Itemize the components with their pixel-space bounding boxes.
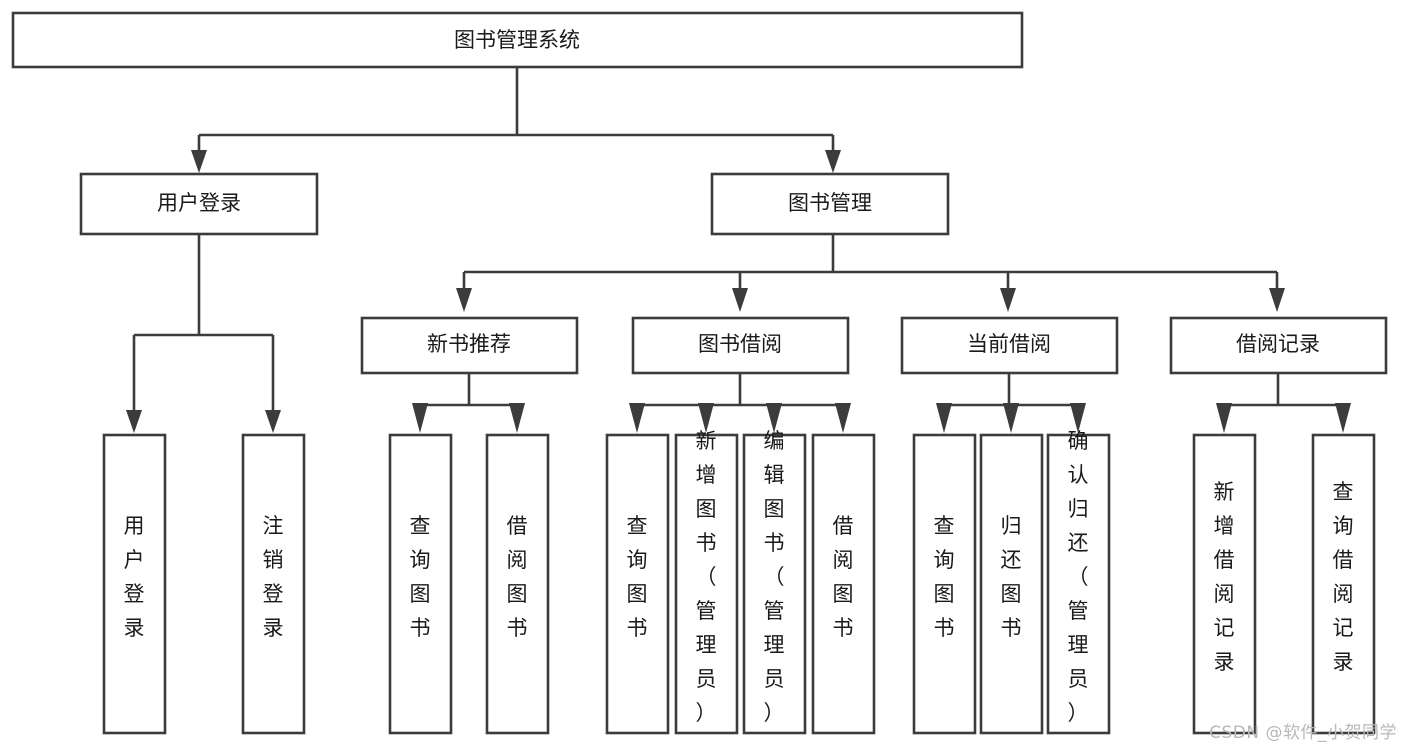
connector-group-book-borrow <box>629 373 851 433</box>
node-leaf-current-borrow-1-box[interactable] <box>912 433 977 735</box>
node-leaf-current-borrow-3-label: 确认归还（管理员） <box>1068 429 1089 725</box>
arrow-icon-to-book-manage <box>825 150 841 173</box>
node-leaf-book-borrow-1-label: 查询图书 <box>627 514 648 640</box>
node-leaf-user-login-1[interactable]: 用户登录 <box>102 433 167 735</box>
node-leaf-new-book-2[interactable]: 借阅图书 <box>485 433 550 735</box>
node-new-book-recommend[interactable]: 新书推荐 <box>360 316 579 375</box>
connector-group-borrow-record <box>1216 373 1351 433</box>
node-leaf-user-login-2-box[interactable] <box>241 433 306 735</box>
node-book-borrow-box[interactable] <box>631 316 850 375</box>
node-leaf-current-borrow-1[interactable]: 查询图书 <box>912 433 977 735</box>
node-root-box[interactable] <box>11 11 1024 69</box>
connector-group-root <box>191 67 841 173</box>
connector-group-user-login <box>126 234 281 433</box>
node-root-label: 图书管理系统 <box>454 28 580 52</box>
arrow-icon-to-book-borrow <box>732 288 748 312</box>
node-leaf-borrow-record-2-box[interactable] <box>1311 433 1376 735</box>
node-leaf-current-borrow-2-box[interactable] <box>979 433 1044 735</box>
node-leaf-new-book-2-box[interactable] <box>485 433 550 735</box>
node-leaf-book-borrow-2-box[interactable] <box>674 433 739 735</box>
connector-group-new-book <box>412 373 525 433</box>
node-leaf-borrow-record-2-label: 查询借阅记录 <box>1333 480 1354 674</box>
node-leaf-user-login-1-box[interactable] <box>102 433 167 735</box>
node-book-borrow-label: 图书借阅 <box>698 332 782 356</box>
node-leaf-book-borrow-3-box[interactable] <box>742 433 807 735</box>
node-leaf-book-borrow-3[interactable]: 编辑图书（管理员） <box>742 429 807 735</box>
node-leaf-current-borrow-1-label: 查询图书 <box>934 514 955 640</box>
node-leaf-new-book-1-label: 查询图书 <box>410 514 431 640</box>
connector-group-book-manage <box>456 234 1285 312</box>
arrow-icon-to-borrow-record <box>1269 288 1285 312</box>
node-leaf-user-login-2-label: 注销登录 <box>263 514 284 640</box>
node-leaf-book-borrow-4-label: 借阅图书 <box>833 514 854 640</box>
arrow-icon-currentborrow-leaf-3 <box>1070 403 1086 433</box>
node-leaf-current-borrow-2[interactable]: 归还图书 <box>979 433 1044 735</box>
node-book-manage[interactable]: 图书管理 <box>710 172 950 236</box>
node-leaf-borrow-record-1-box[interactable] <box>1192 433 1257 735</box>
node-new-book-recommend-box[interactable] <box>360 316 579 375</box>
arrow-icon-userlogin-leaf-1 <box>126 410 142 433</box>
node-user-login-label: 用户登录 <box>157 191 241 215</box>
node-leaf-borrow-record-2[interactable]: 查询借阅记录 <box>1311 433 1376 735</box>
node-leaf-new-book-1-box[interactable] <box>388 433 453 735</box>
node-leaf-user-login-2[interactable]: 注销登录 <box>241 433 306 735</box>
arrow-icon-newbook-leaf-2 <box>509 403 525 433</box>
node-user-login-box[interactable] <box>79 172 319 236</box>
node-current-borrow-label: 当前借阅 <box>967 332 1051 356</box>
node-book-manage-box[interactable] <box>710 172 950 236</box>
arrow-icon-bookborrow-leaf-4 <box>835 403 851 433</box>
node-borrow-record[interactable]: 借阅记录 <box>1169 316 1388 375</box>
node-current-borrow[interactable]: 当前借阅 <box>900 316 1119 375</box>
arrow-icon-bookborrow-leaf-2 <box>698 403 714 433</box>
arrow-icon-bookborrow-leaf-3 <box>766 403 782 433</box>
node-leaf-new-book-2-label: 借阅图书 <box>507 514 528 640</box>
arrow-icon-to-current-borrow <box>1000 288 1016 312</box>
arrow-icon-newbook-leaf-1 <box>412 403 428 433</box>
node-book-manage-label: 图书管理 <box>788 191 872 215</box>
node-leaf-user-login-1-label: 用户登录 <box>124 514 145 640</box>
node-borrow-record-label: 借阅记录 <box>1236 332 1320 356</box>
node-leaf-current-borrow-2-label: 归还图书 <box>1001 514 1022 640</box>
node-leaf-book-borrow-4-box[interactable] <box>811 433 876 735</box>
arrow-icon-borrowrecord-leaf-2 <box>1335 403 1351 433</box>
node-current-borrow-box[interactable] <box>900 316 1119 375</box>
connector-group-current-borrow <box>936 373 1086 433</box>
node-leaf-borrow-record-1-label: 新增借阅记录 <box>1214 480 1235 674</box>
node-leaf-book-borrow-3-label: 编辑图书（管理员） <box>764 429 785 725</box>
arrow-icon-bookborrow-leaf-1 <box>629 403 645 433</box>
arrow-icon-currentborrow-leaf-2 <box>1003 403 1019 433</box>
arrow-icon-currentborrow-leaf-1 <box>936 403 952 433</box>
node-root[interactable]: 图书管理系统 <box>11 11 1024 69</box>
node-leaf-book-borrow-1[interactable]: 查询图书 <box>605 433 670 735</box>
arrow-icon-borrowrecord-leaf-1 <box>1216 403 1232 433</box>
node-leaf-book-borrow-4[interactable]: 借阅图书 <box>811 433 876 735</box>
node-leaf-book-borrow-2[interactable]: 新增图书（管理员） <box>674 429 739 735</box>
node-user-login[interactable]: 用户登录 <box>79 172 319 236</box>
node-leaf-borrow-record-1[interactable]: 新增借阅记录 <box>1192 433 1257 735</box>
node-leaf-book-borrow-1-box[interactable] <box>605 433 670 735</box>
node-leaf-new-book-1[interactable]: 查询图书 <box>388 433 453 735</box>
arrow-icon-to-user-login <box>191 150 207 173</box>
arrow-icon-to-new-book <box>456 288 472 312</box>
node-new-book-recommend-label: 新书推荐 <box>427 332 511 356</box>
arrow-icon-userlogin-leaf-2 <box>265 410 281 433</box>
node-leaf-book-borrow-2-label: 新增图书（管理员） <box>696 429 717 725</box>
node-leaf-current-borrow-3-box[interactable] <box>1046 433 1111 735</box>
node-borrow-record-box[interactable] <box>1169 316 1388 375</box>
node-leaf-current-borrow-3[interactable]: 确认归还（管理员） <box>1046 429 1111 735</box>
node-book-borrow[interactable]: 图书借阅 <box>631 316 850 375</box>
